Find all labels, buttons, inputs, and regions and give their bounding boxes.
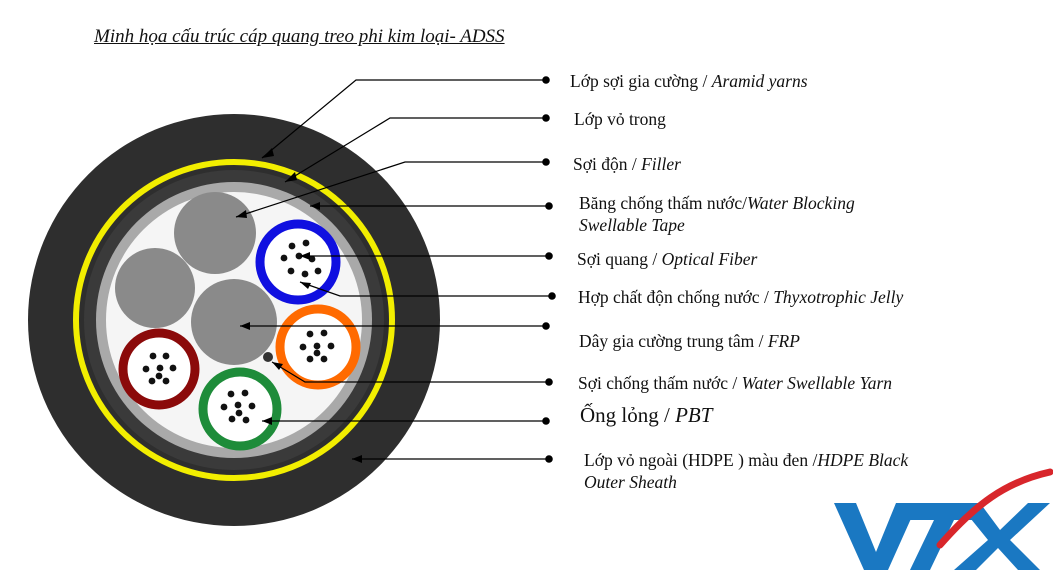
aramid-yarn-ring <box>73 159 395 481</box>
label-water-blocking-tape: Băng chống thấm nước/Water Blocking Swel… <box>579 193 855 235</box>
loose-tube-darkred <box>118 328 200 410</box>
diagram-title: Minh họa cấu trúc cáp quang treo phi kim… <box>94 26 505 47</box>
label-pbt: Ống lỏng / PBT <box>580 403 713 427</box>
label-water-swellable-yarn: Sợi chống thấm nước / Water Swellable Ya… <box>578 373 892 393</box>
filler <box>174 192 256 274</box>
label-thixotropic-jelly: Hợp chất độn chống nước / Thyxotrophic J… <box>578 287 904 307</box>
water-swellable-yarn <box>263 352 273 362</box>
label-optical-fiber: Sợi quang / Optical Fiber <box>577 249 758 269</box>
filler <box>115 248 195 328</box>
loose-tube-orange <box>275 304 361 390</box>
central-strength-member-frp <box>191 279 277 365</box>
label-hdpe-outer-sheath: Lớp vỏ ngoài (HDPE ) màu đen /HDPE Black… <box>584 450 909 492</box>
label-filler: Sợi độn / Filler <box>573 154 681 174</box>
loose-tube-green <box>198 367 282 451</box>
label-aramid-yarns: Lớp sợi gia cường / Aramid yarns <box>570 71 808 91</box>
label-inner-sheath: Lớp vỏ trong <box>574 109 666 129</box>
label-frp: Dây gia cường trung tâm / FRP <box>579 331 800 351</box>
loose-tube-blue <box>255 219 341 305</box>
